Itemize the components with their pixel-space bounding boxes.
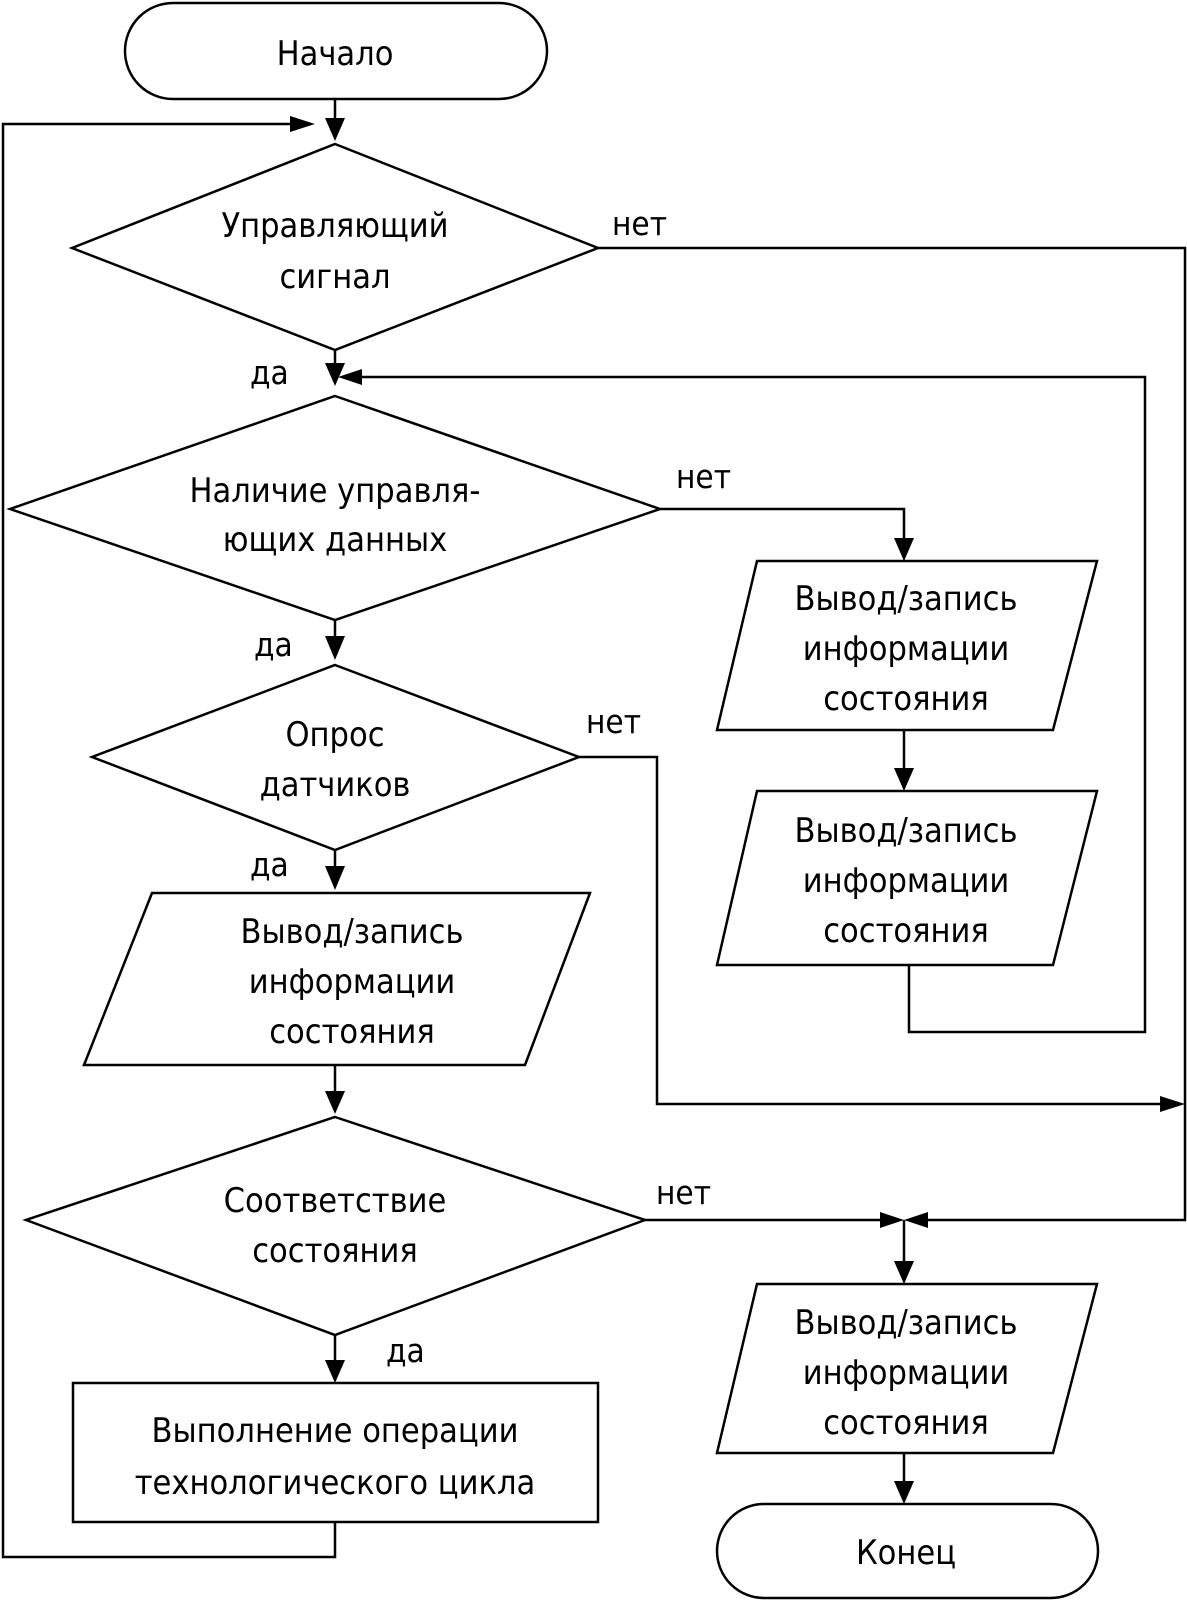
- decision-1-yes-label: да: [250, 353, 289, 392]
- decision-2-line-1: Наличие управля-: [190, 471, 481, 511]
- decision-1-line-1: Управляющий: [221, 206, 448, 246]
- arrowhead-down-io3: [894, 1261, 914, 1284]
- decision-4-line-1: Соответствие: [224, 1181, 447, 1221]
- decision-state-match: Соответствие состояния нет да: [22, 1115, 711, 1370]
- arrowhead-right-edge: [1160, 1096, 1185, 1112]
- decision-control-data: Наличие управля- ющих данных нет да: [6, 394, 731, 664]
- decision-2-shape: [6, 394, 664, 622]
- io-right-1: Вывод/запись информации состояния: [715, 559, 1099, 732]
- io-left-shape: [82, 891, 592, 1067]
- arrowhead-down-process: [325, 1360, 345, 1383]
- io-right-2-shape: [715, 789, 1099, 967]
- process-cycle-operation: Выполнение операции технологического цик…: [71, 1381, 600, 1524]
- io-right-2-line-1: Вывод/запись: [794, 811, 1017, 851]
- decision-control-signal: Управляющий сигнал нет да: [68, 142, 667, 392]
- io-right-1-line-1: Вывод/запись: [794, 579, 1017, 619]
- io-right-1-line-2: информации: [803, 629, 1010, 669]
- decision-4-line-2: состояния: [252, 1231, 418, 1271]
- arrowhead-down-io1: [894, 538, 914, 561]
- connector-d3-no: [579, 755, 1163, 1106]
- io-right-2-line-3: состояния: [823, 911, 989, 951]
- process-line-1: Выполнение операции: [152, 1411, 519, 1451]
- arrowhead-down-io2: [894, 768, 914, 791]
- decision-4-no-label: нет: [656, 1173, 711, 1212]
- start-label: Начало: [277, 34, 394, 74]
- arrowhead-down-d4: [325, 1091, 345, 1114]
- arrowhead-down-d2: [325, 363, 345, 386]
- io-right-1-line-3: состояния: [823, 679, 989, 719]
- decision-1-no-label: нет: [612, 204, 667, 243]
- io-right-3-line-2: информации: [803, 1353, 1010, 1393]
- io-left-line-1: Вывод/запись: [240, 912, 463, 952]
- io-right-3-line-3: состояния: [823, 1403, 989, 1443]
- decision-1-line-2: сигнал: [279, 257, 390, 297]
- io-right-3: Вывод/запись информации состояния: [715, 1282, 1099, 1455]
- connector-d1-no: [598, 246, 1187, 1222]
- connectors: [1, 99, 1187, 1559]
- decision-2-yes-label: да: [254, 625, 293, 664]
- arrowhead-down-d1: [325, 118, 345, 141]
- io-right-3-shape: [715, 1282, 1099, 1455]
- decision-3-line-2: датчиков: [260, 765, 411, 805]
- arrowhead-right-loop: [290, 116, 315, 132]
- decision-sensor-poll: Опрос датчиков нет да: [88, 663, 641, 884]
- decision-3-line-1: Опрос: [285, 715, 384, 755]
- end-terminal: Конец: [715, 1502, 1100, 1600]
- connector-d2-no: [660, 507, 906, 540]
- decision-3-shape: [88, 663, 583, 852]
- decision-3-yes-label: да: [250, 845, 289, 884]
- arrowhead-merge-right: [904, 1212, 928, 1228]
- connector-return-d2: [355, 375, 1147, 1034]
- decision-3-no-label: нет: [586, 702, 641, 741]
- decision-2-no-label: нет: [676, 457, 731, 496]
- io-right-2: Вывод/запись информации состояния: [715, 789, 1099, 967]
- io-right-2-line-2: информации: [803, 861, 1010, 901]
- io-left-line-3: состояния: [269, 1012, 435, 1052]
- io-right-1-shape: [715, 559, 1099, 732]
- start-terminal: Начало: [123, 1, 549, 101]
- decision-1-shape: [68, 142, 602, 352]
- process-shape: [71, 1381, 600, 1524]
- start-shape: [123, 1, 549, 101]
- connector-loop-back: [1, 122, 337, 1559]
- arrowhead-down-end: [894, 1481, 914, 1504]
- decision-2-line-2: ющих данных: [223, 520, 447, 560]
- process-line-2: технологического цикла: [135, 1463, 536, 1503]
- decision-4-yes-label: да: [386, 1331, 425, 1370]
- arrowhead-left-return: [338, 369, 362, 385]
- io-left: Вывод/запись информации состояния: [82, 891, 592, 1067]
- arrowhead-down-io-left: [325, 866, 345, 890]
- end-shape: [715, 1502, 1100, 1600]
- arrowheads: [290, 116, 1185, 1504]
- arrowhead-down-d3: [325, 636, 345, 660]
- end-label: Конец: [856, 1533, 956, 1573]
- decision-4-shape: [22, 1115, 649, 1337]
- arrowhead-merge-left: [880, 1212, 904, 1228]
- io-left-line-2: информации: [249, 962, 456, 1002]
- io-right-3-line-1: Вывод/запись: [794, 1303, 1017, 1343]
